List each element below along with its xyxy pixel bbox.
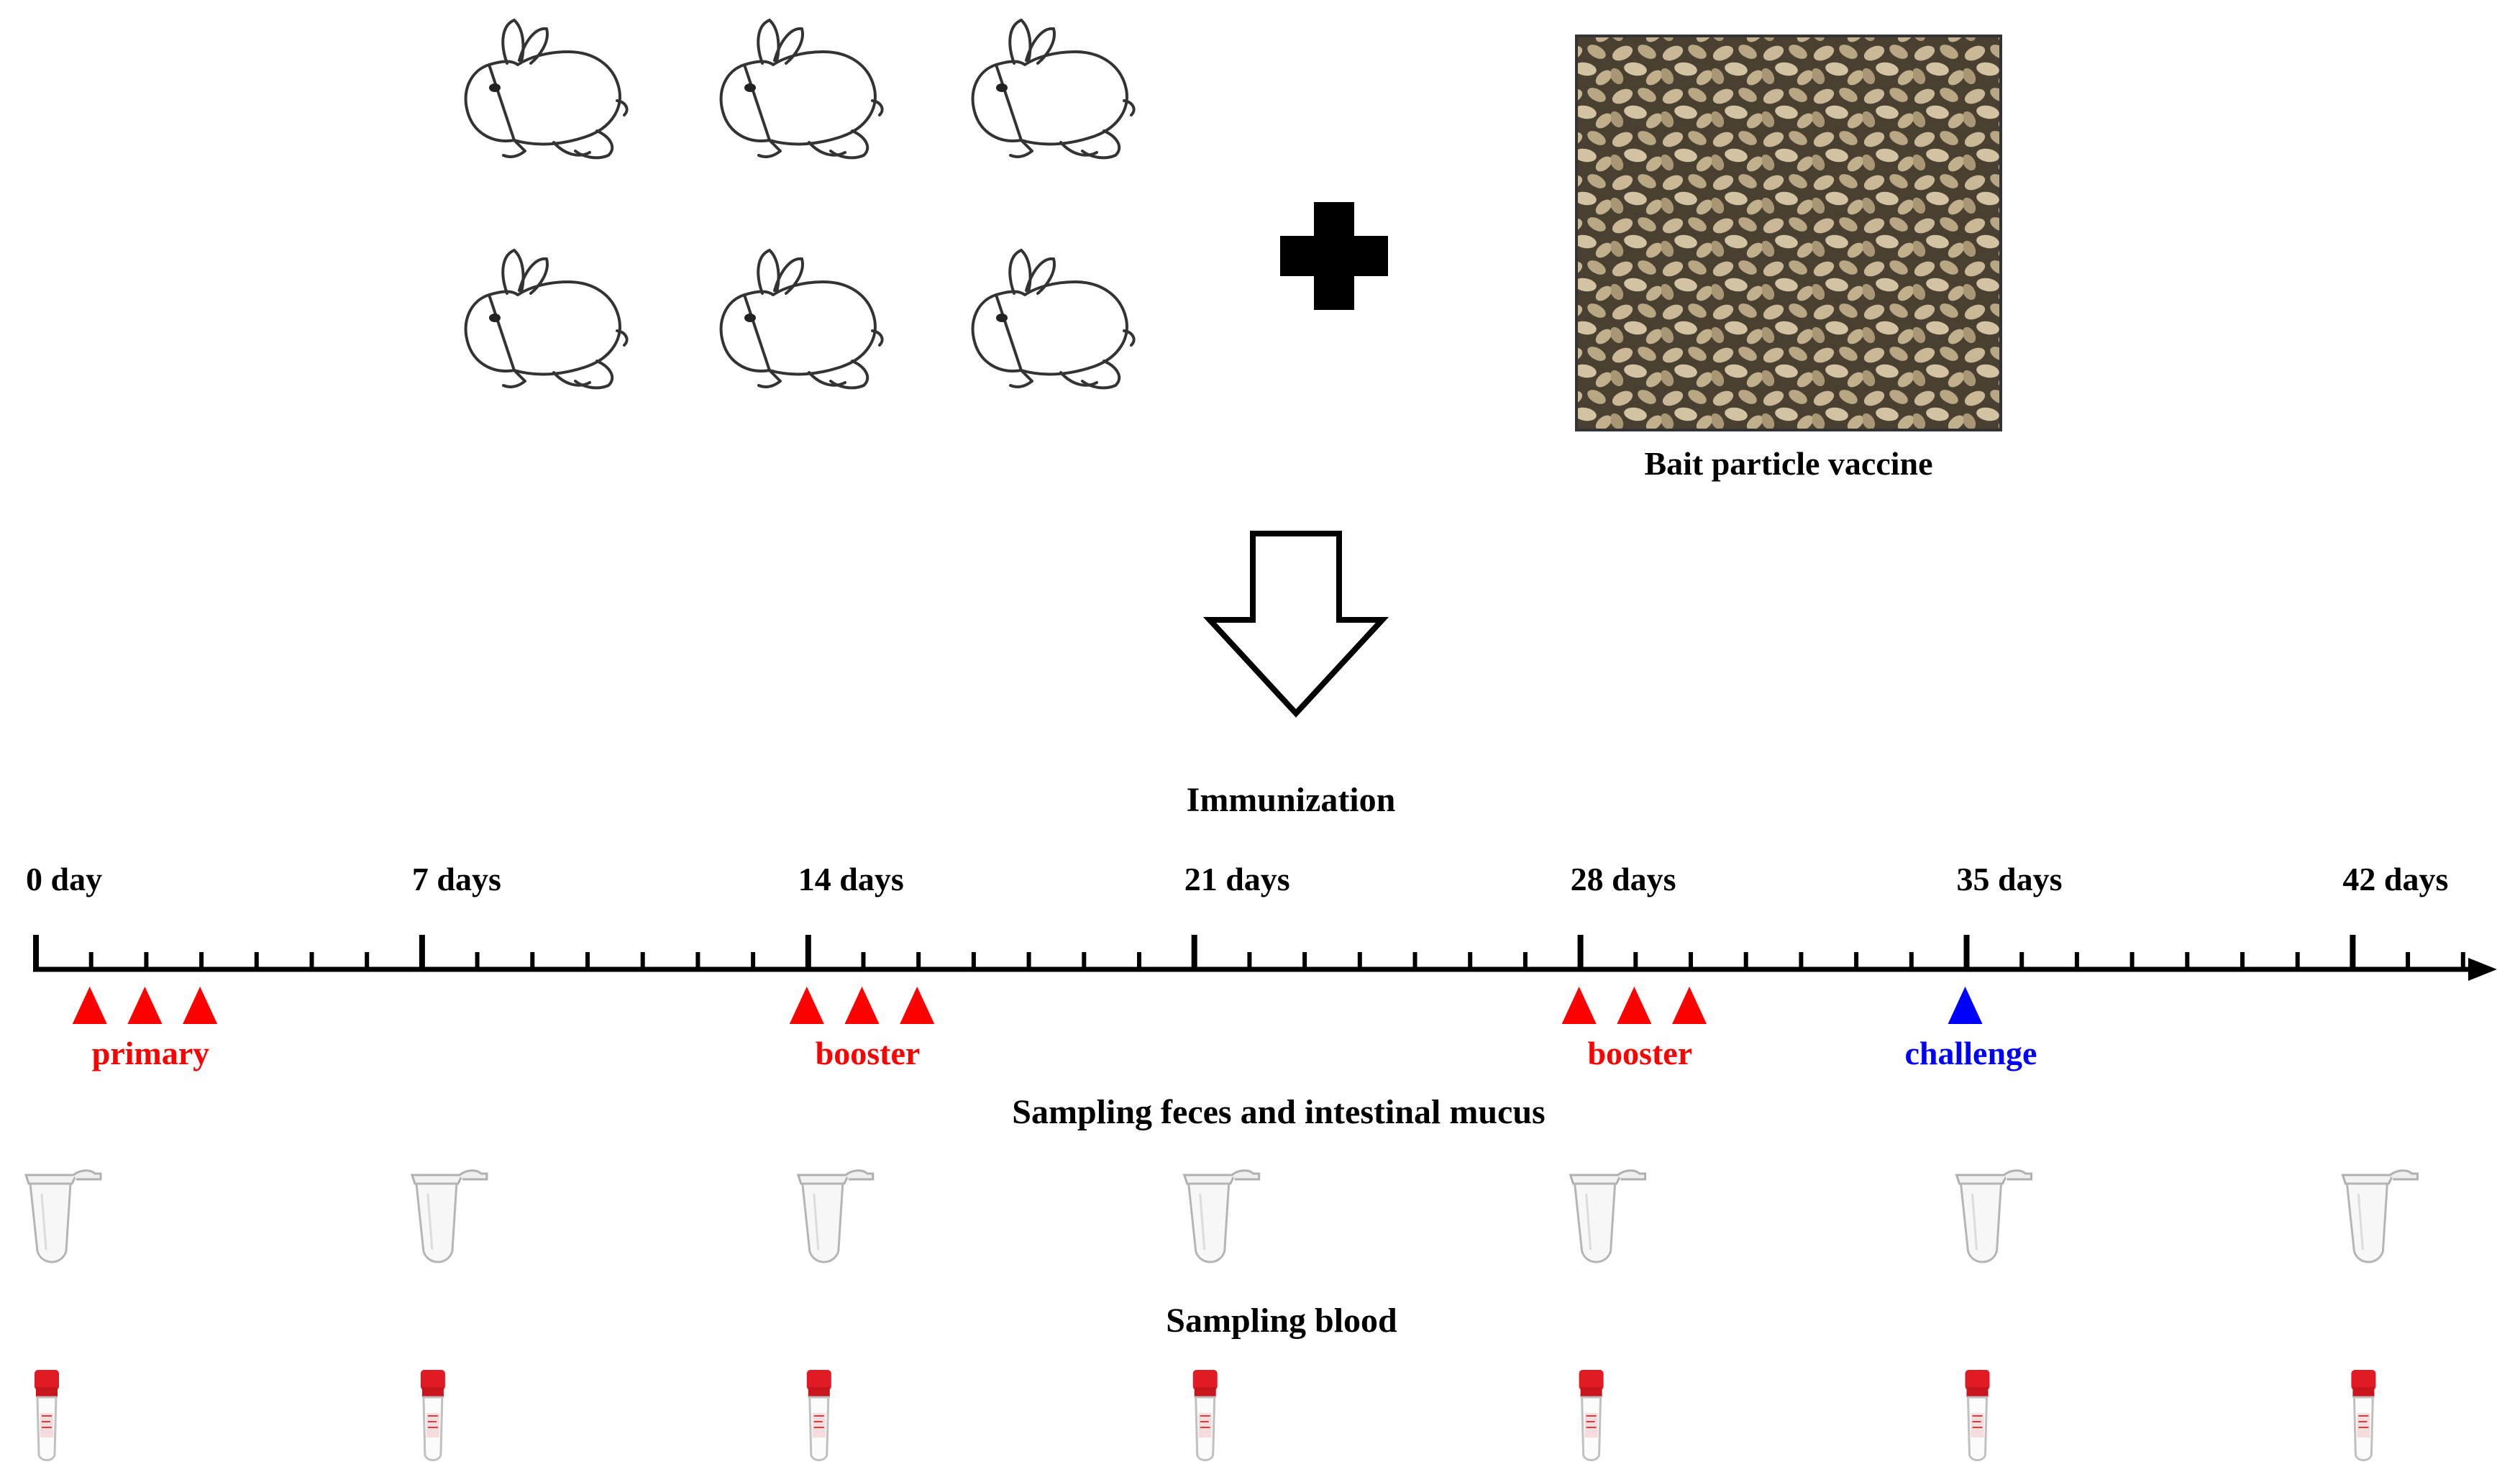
immunization-marker <box>1617 987 1652 1024</box>
rabbit-icon <box>719 249 884 390</box>
immunization-marker <box>900 987 935 1024</box>
immunization-marker <box>127 987 163 1024</box>
sampling-blood-title: Sampling blood <box>1166 1302 1397 1340</box>
rabbit-icon <box>971 19 1136 160</box>
booster-label: booster <box>816 1035 921 1071</box>
primary-label: primary <box>92 1035 210 1071</box>
rabbit-icon <box>971 249 1136 390</box>
day-label: 14 days <box>798 861 904 897</box>
immunization-marker <box>1672 987 1707 1024</box>
timeline: 0 day 7 days 14 days 21 days 28 days 35 days 4… <box>26 861 2497 1071</box>
immunization-marker <box>72 987 107 1024</box>
rabbit-icon <box>464 249 629 390</box>
rabbit-icon <box>464 19 629 160</box>
bait-particle-vaccine-image <box>1575 35 2002 431</box>
challenge-marker <box>1948 987 1983 1024</box>
challenge-label: challenge <box>1905 1035 2037 1071</box>
microcentrifuge-tube-icon <box>1569 1169 1647 1263</box>
blood-collection-tube-icon <box>1964 1368 1991 1461</box>
blood-collection-tube-icon <box>1578 1368 1605 1461</box>
immunization-marker <box>183 987 218 1024</box>
vaccine-caption: Bait particle vaccine <box>1644 445 1932 482</box>
blood-collection-tube-icon <box>2350 1368 2377 1461</box>
immunization-marker <box>1561 987 1597 1024</box>
immunization-marker <box>789 987 824 1024</box>
microcentrifuge-tube-icon <box>797 1169 875 1263</box>
sampling-feces-title: Sampling feces and intestinal mucus <box>1012 1093 1545 1131</box>
rabbit-icon <box>719 19 884 160</box>
day-label: 0 day <box>26 861 102 897</box>
booster-label: booster <box>1587 1035 1692 1071</box>
microcentrifuge-tube-icon <box>2341 1169 2419 1263</box>
timeline-arrowhead <box>2468 958 2497 981</box>
plus-icon <box>1280 202 1388 310</box>
day-label: 7 days <box>412 861 501 897</box>
day-label: 42 days <box>2342 861 2448 897</box>
microcentrifuge-tube-icon <box>411 1169 488 1263</box>
day-label: 35 days <box>1957 861 2063 897</box>
microcentrifuge-tube-icon <box>1183 1169 1261 1263</box>
immunization-marker <box>844 987 880 1024</box>
microcentrifuge-tube-icon <box>24 1169 102 1263</box>
rabbit-group <box>464 19 1136 390</box>
day-label: 28 days <box>1571 861 1676 897</box>
blood-collection-tube-icon <box>805 1368 833 1461</box>
blood-collection-tube-icon <box>1192 1368 1219 1461</box>
blood-collection-tube-icon <box>33 1368 60 1461</box>
day-label: 21 days <box>1184 861 1290 897</box>
blood-collection-tube-icon <box>419 1368 447 1461</box>
immunization-title: Immunization <box>1187 781 1396 819</box>
down-arrow-icon <box>1202 531 1389 718</box>
microcentrifuge-tube-icon <box>1955 1169 2032 1263</box>
